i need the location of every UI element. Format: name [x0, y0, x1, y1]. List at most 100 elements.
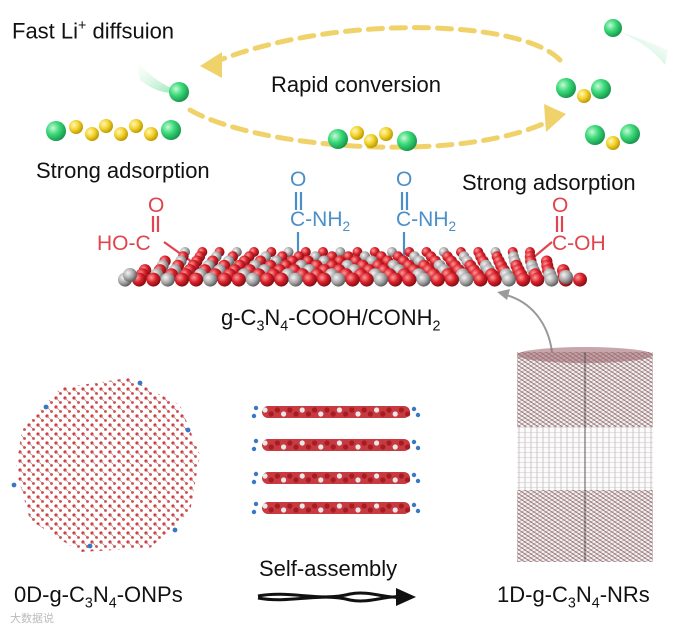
nanosheet-atom	[312, 503, 318, 509]
nanosheet-atom	[398, 407, 404, 413]
nanosheet-atom	[386, 503, 392, 509]
nanosheet-atom	[336, 440, 342, 446]
sheet-atom	[189, 272, 204, 287]
nanosheet-atom	[305, 444, 311, 450]
sheet-atom	[231, 272, 246, 287]
assembly-to-sheet-arrow	[501, 293, 553, 353]
sheet-atom	[544, 272, 559, 287]
nanosheet-atom	[287, 407, 293, 413]
upper-dashed-arrow	[212, 25, 563, 65]
nanosheet-atom	[398, 473, 404, 479]
self-assembly-arrow	[257, 588, 416, 606]
sheet-atom	[359, 272, 374, 287]
sheet-atom	[302, 272, 317, 287]
nanosheet-atom	[405, 444, 411, 450]
nanosheet-layer	[262, 502, 410, 514]
nanosheet-atom	[299, 473, 305, 479]
upper-arrowhead	[200, 52, 222, 78]
material-label: g-C3N4-COOH/CONH2	[221, 305, 441, 335]
nanosheet-atom	[299, 503, 305, 509]
carboxyl-oxygen-left: O	[148, 194, 165, 217]
nanosheet-atom	[336, 473, 342, 479]
nanosheet-edge-atom	[415, 508, 421, 514]
nanosheet-atom	[386, 407, 392, 413]
nanosheet-edge-atom	[251, 413, 257, 419]
nanosheet-atom	[324, 473, 330, 479]
sheet-atom	[388, 272, 403, 287]
nanosheet-atom	[398, 503, 404, 509]
nanosheet-atom	[343, 507, 349, 513]
nanosheet-atom	[324, 407, 330, 413]
nanosheet-atom	[281, 444, 287, 450]
li-ion-left	[169, 82, 189, 102]
nanosheet-edge-atom	[411, 472, 417, 478]
nanosheet-atom	[349, 473, 355, 479]
nanosheet-atom	[281, 507, 287, 513]
nanosheet-atom	[392, 507, 398, 513]
nanosheet-atom	[287, 440, 293, 446]
sheet-atom	[160, 272, 175, 287]
nanosheet-atom	[305, 411, 311, 417]
nanosheet-atom	[361, 503, 367, 509]
nanosheet-atom	[318, 411, 324, 417]
sheet-atom	[146, 272, 161, 287]
amide-oxygen-left: O	[290, 168, 307, 191]
nanosheet-atom	[274, 473, 280, 479]
nanosheet-atom	[330, 507, 336, 513]
amide-group-right: C-NH2	[396, 208, 457, 235]
nanosheet-atom	[330, 477, 336, 483]
nanosheet-edge-atom	[251, 446, 257, 452]
nanosheet-atom	[312, 407, 318, 413]
carboxyl-group-right: C-OH	[552, 232, 606, 255]
sheet-atom	[288, 272, 303, 287]
sheet-atom	[402, 272, 417, 287]
carboxyl-group-left: HO-C	[97, 232, 151, 255]
nanosheet-atom	[281, 411, 287, 417]
nanosheet-atom	[324, 440, 330, 446]
sheet-atom	[459, 272, 474, 287]
nanosheet-atom	[374, 440, 380, 446]
nanosheet-atom	[268, 477, 274, 483]
sheet-atom	[473, 272, 488, 287]
nanosheet-atom	[355, 507, 361, 513]
sheet-atom	[246, 272, 260, 287]
sheet-atom	[335, 247, 346, 257]
sheet-atom	[317, 272, 332, 287]
strong-adsorption-right-label: Strong adsorption	[462, 170, 636, 195]
nanosheet-atom	[367, 411, 373, 417]
nanosheet-atom	[293, 507, 299, 513]
nanosheet-atom	[274, 407, 280, 413]
sheet-atom	[501, 272, 516, 287]
sheet-atom	[260, 272, 275, 287]
nanosheet-atom	[293, 444, 299, 450]
nanosheet-atom	[355, 477, 361, 483]
nanosheet-atom	[262, 503, 268, 509]
nanosheet-layer	[262, 439, 410, 451]
nanosheet-atom	[380, 444, 386, 450]
sheet-atom	[559, 270, 573, 284]
nanosheet-atom	[392, 411, 398, 417]
polysulfide-chain-left	[46, 119, 181, 141]
nanosheet-edge-atom	[251, 479, 257, 485]
polysulfide-chain-center	[328, 126, 417, 151]
nanosheet-layer	[262, 472, 410, 484]
nanosheet-atom	[281, 477, 287, 483]
nanosheet-atom	[299, 440, 305, 446]
nanosheet-edge-atom	[415, 445, 421, 451]
nanosheet-edge-atom	[251, 509, 257, 515]
nanosheet-atom	[405, 507, 411, 513]
nanosheet-atom	[343, 411, 349, 417]
nanosheet-edge-atom	[411, 502, 417, 508]
watermark: 大数据说	[10, 613, 54, 625]
li-trail-left	[135, 58, 180, 93]
one-d-label: 1D-g-C3N4-NRs	[497, 582, 650, 612]
nanosheet-atom	[330, 411, 336, 417]
zero-d-label: 0D-g-C3N4-ONPs	[14, 582, 183, 612]
nanosheet-atom	[305, 507, 311, 513]
nanosheet-atom	[380, 507, 386, 513]
nanosheet-atom	[361, 440, 367, 446]
sheet-atom	[203, 272, 218, 287]
nanosheet-atom	[398, 440, 404, 446]
li-ion-right	[604, 19, 622, 37]
